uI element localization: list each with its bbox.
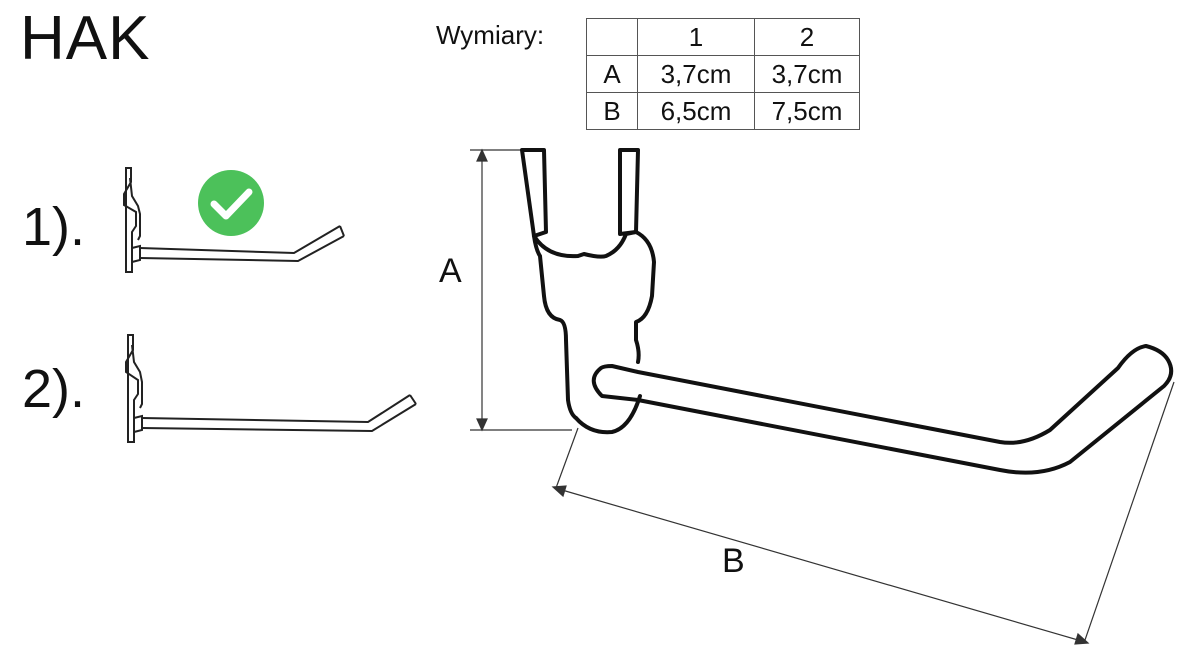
option-2-label[interactable]: 2).	[22, 359, 86, 419]
dimensions-cell: 7,5cm	[754, 92, 860, 130]
dimensions-row-a: A 3,7cm 3,7cm	[586, 55, 860, 93]
option-1-label[interactable]: 1).	[22, 197, 86, 257]
dimensions-label: Wymiary:	[436, 20, 545, 50]
page-title: HAK	[20, 4, 151, 73]
dimension-b-label: B	[722, 542, 745, 580]
dimensions-header-cell: 2	[754, 18, 860, 56]
option-2-hook[interactable]	[125, 334, 417, 443]
dimensions-cell: 3,7cm	[754, 55, 860, 93]
dimensions-cell: 6,5cm	[637, 92, 755, 130]
option-1-hook[interactable]	[123, 167, 345, 273]
dimensions-table: 1 2 A 3,7cm 3,7cm B 6,5cm 7,5cm	[586, 18, 860, 130]
dimensions-header-cell	[586, 18, 638, 56]
check-icon	[198, 170, 264, 236]
dimensions-row-b: B 6,5cm 7,5cm	[586, 92, 860, 130]
dimension-b-line	[551, 381, 1175, 645]
dimension-a-label: A	[439, 252, 462, 290]
dimension-a-line	[470, 148, 572, 432]
large-hook	[520, 148, 1174, 475]
dimensions-row-label: B	[586, 92, 638, 130]
